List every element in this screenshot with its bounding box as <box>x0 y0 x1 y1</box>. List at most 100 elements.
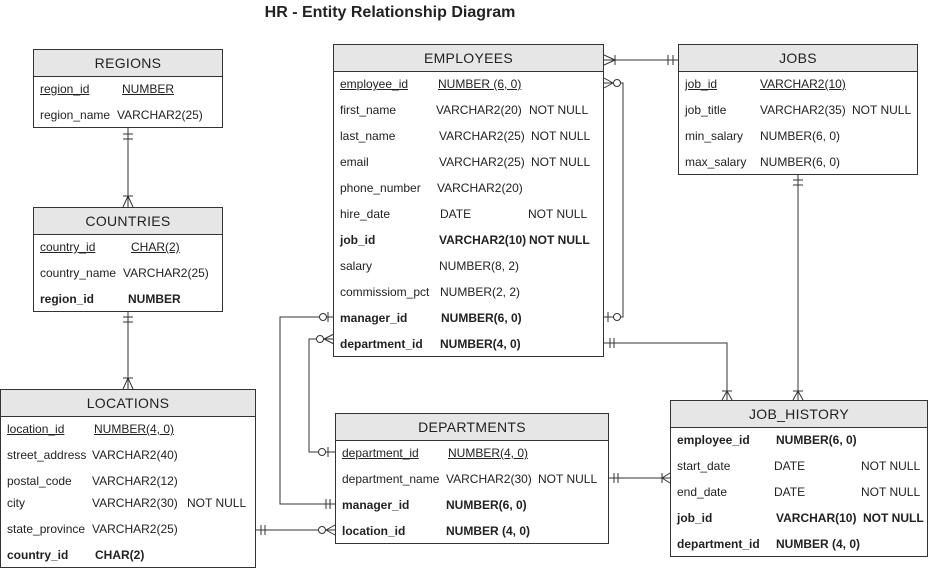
column-name: country_id <box>40 240 96 254</box>
column-type: CHAR(2) <box>95 548 145 562</box>
column-name: min_salary <box>685 129 744 143</box>
column-row: region_id NUMBER <box>40 76 220 102</box>
column-type: DATE <box>440 207 472 221</box>
column-name: job_id <box>685 77 718 91</box>
column-type: NUMBER(6, 0) <box>760 155 841 169</box>
entity-header: JOBS <box>679 45 917 72</box>
column-name: manager_id <box>340 311 408 325</box>
entity-locations[interactable]: LOCATIONS location_id NUMBER(4, 0) stree… <box>0 389 256 568</box>
rel-departments-job-history <box>608 472 671 484</box>
column-type: VARCHAR2(25) <box>439 155 525 169</box>
column-type: NUMBER <box>128 292 181 306</box>
column-row: manager_id NUMBER(6, 0) <box>340 305 602 331</box>
column-type: VARCHAR2(10) <box>439 233 527 247</box>
column-type: VARCHAR2(10) <box>760 77 846 91</box>
entity-countries[interactable]: COUNTRIES country_id CHAR(2) country_nam… <box>33 207 223 312</box>
entity-header: REGIONS <box>34 50 222 77</box>
entity-employees[interactable]: EMPLOYEES employee_id NUMBER (6, 0) firs… <box>333 44 604 357</box>
rel-locations-departments <box>255 524 336 536</box>
column-name: job_id <box>340 233 376 247</box>
column-row: last_name VARCHAR2(25) NOT NULL <box>340 123 602 149</box>
column-name: country_name <box>40 266 117 280</box>
column-name: job_id <box>677 511 713 525</box>
column-type: NUMBER(6, 0) <box>446 498 527 512</box>
column-row: employee_id NUMBER (6, 0) <box>340 71 602 97</box>
column-type: VARCHAR2(30) <box>446 472 532 486</box>
column-name: job_title <box>685 103 727 117</box>
column-constraint: NOT NULL <box>529 233 590 247</box>
column-type: VARCHAR2(25) <box>92 522 178 536</box>
column-type: VARCHAR2(20) <box>436 103 522 117</box>
column-name: first_name <box>340 103 397 117</box>
column-type: NUMBER (4, 0) <box>446 524 531 538</box>
column-row: department_id NUMBER(4, 0) <box>342 440 606 466</box>
column-row: salary NUMBER(8, 2) <box>340 253 602 279</box>
rel-departments-employees <box>308 333 335 457</box>
column-type: VARCHAR(10) <box>776 511 857 525</box>
column-row: region_id NUMBER <box>40 286 220 312</box>
column-row: job_id VARCHAR2(10) <box>685 71 915 97</box>
column-row: phone_number VARCHAR2(20) <box>340 175 602 201</box>
column-name: start_date <box>677 459 731 473</box>
entity-job-history[interactable]: JOB_HISTORY employee_id NUMBER(6, 0) sta… <box>670 400 928 557</box>
entity-regions[interactable]: REGIONS region_id NUMBER region_name VAR… <box>33 49 223 128</box>
column-type: VARCHAR2(12) <box>92 474 178 488</box>
column-name: manager_id <box>342 498 410 512</box>
column-name: city <box>7 496 25 510</box>
column-type: VARCHAR2(25) <box>439 129 525 143</box>
column-constraint: NOT NULL <box>538 472 598 486</box>
column-constraint: NOT NULL <box>531 155 591 169</box>
column-row: location_id NUMBER(4, 0) <box>7 416 253 442</box>
entity-header: DEPARTMENTS <box>336 414 608 441</box>
column-name: region_id <box>40 292 95 306</box>
column-type: DATE <box>774 485 806 499</box>
column-row: manager_id NUMBER(6, 0) <box>342 492 606 518</box>
column-name: region_name <box>40 108 111 122</box>
column-type: CHAR(2) <box>131 240 180 254</box>
column-name: country_id <box>7 548 69 562</box>
column-row: postal_code VARCHAR2(12) <box>7 468 253 494</box>
column-row: department_id NUMBER(4, 0) <box>340 331 602 357</box>
column-name: state_province <box>7 522 86 536</box>
entity-header: COUNTRIES <box>34 208 222 235</box>
column-type: VARCHAR2(25) <box>117 108 203 122</box>
column-type: VARCHAR2(40) <box>92 448 178 462</box>
column-type: NUMBER (6, 0) <box>438 77 522 91</box>
column-name: postal_code <box>7 474 72 488</box>
column-type: NUMBER <box>122 82 175 96</box>
column-row: job_id VARCHAR(10) NOT NULL <box>677 505 927 531</box>
column-row: job_id VARCHAR2(10) NOT NULL <box>340 227 602 253</box>
column-type: NUMBER(4, 0) <box>448 446 529 460</box>
column-constraint: NOT NULL <box>529 103 589 117</box>
column-row: job_title VARCHAR2(35) NOT NULL <box>685 97 915 123</box>
column-name: region_id <box>40 82 90 96</box>
entity-header: EMPLOYEES <box>334 45 603 72</box>
column-row: first_name VARCHAR2(20) NOT NULL <box>340 97 602 123</box>
entity-jobs[interactable]: JOBS job_id VARCHAR2(10) job_title VARCH… <box>678 44 918 175</box>
entity-departments[interactable]: DEPARTMENTS department_id NUMBER(4, 0) d… <box>335 413 609 544</box>
column-row: city VARCHAR2(30) NOT NULL <box>7 490 253 516</box>
column-row: end_date DATE NOT NULL <box>677 479 927 505</box>
diagram-title: HR - Entity Relationship Diagram <box>264 4 516 21</box>
column-type: VARCHAR2(35) <box>760 103 846 117</box>
column-row: department_name VARCHAR2(30) NOT NULL <box>342 466 606 492</box>
column-name: employee_id <box>677 433 750 447</box>
column-constraint: NOT NULL <box>861 485 921 499</box>
column-row: start_date DATE NOT NULL <box>677 453 927 479</box>
column-type: NUMBER(8, 2) <box>439 259 520 273</box>
column-name: street_address <box>7 448 87 462</box>
column-row: region_name VARCHAR2(25) <box>40 102 220 128</box>
column-name: email <box>340 155 369 169</box>
rel-regions-countries <box>122 128 134 208</box>
column-row: country_name VARCHAR2(25) <box>40 260 220 286</box>
column-type: VARCHAR2(25) <box>123 266 209 280</box>
column-name: location_id <box>342 524 406 538</box>
column-type: NUMBER(4, 0) <box>94 422 175 436</box>
entity-header: LOCATIONS <box>1 390 255 417</box>
rel-employees-departments-manager <box>279 312 335 509</box>
column-name: employee_id <box>340 77 409 91</box>
column-type: NUMBER(6, 0) <box>760 129 841 143</box>
column-constraint: NOT NULL <box>861 459 921 473</box>
column-name: hire_date <box>340 207 391 221</box>
